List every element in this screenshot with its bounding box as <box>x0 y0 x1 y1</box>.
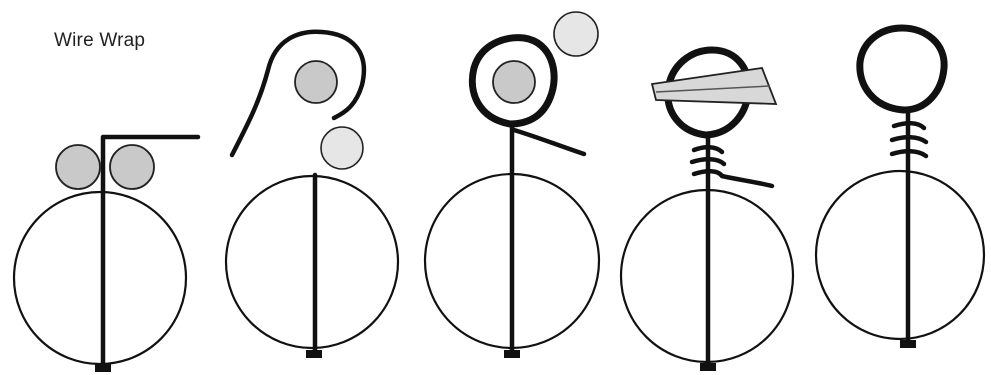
spare-small-bead <box>554 12 598 56</box>
wire-tail <box>722 176 772 186</box>
small-bead-left <box>56 145 100 189</box>
small-bead-upper <box>295 61 337 103</box>
wire-loop <box>860 28 944 110</box>
small-bead-right <box>110 145 154 189</box>
step-2-illustration <box>226 32 398 358</box>
step-3-illustration <box>425 12 599 358</box>
wire-end-cap <box>306 350 322 358</box>
wire-end-cap <box>504 350 520 358</box>
wire-tail <box>514 130 584 154</box>
small-bead-lower <box>321 127 363 169</box>
step-4-illustration <box>621 50 793 371</box>
wire-end-cap <box>700 363 716 371</box>
step-1-illustration <box>14 137 198 372</box>
large-bead <box>816 171 984 339</box>
large-bead <box>226 176 398 348</box>
wire-end-cap <box>900 340 916 348</box>
wire-end-cap <box>95 364 111 372</box>
large-bead <box>14 192 186 364</box>
step-5-illustration <box>816 28 984 348</box>
small-bead <box>493 61 535 103</box>
